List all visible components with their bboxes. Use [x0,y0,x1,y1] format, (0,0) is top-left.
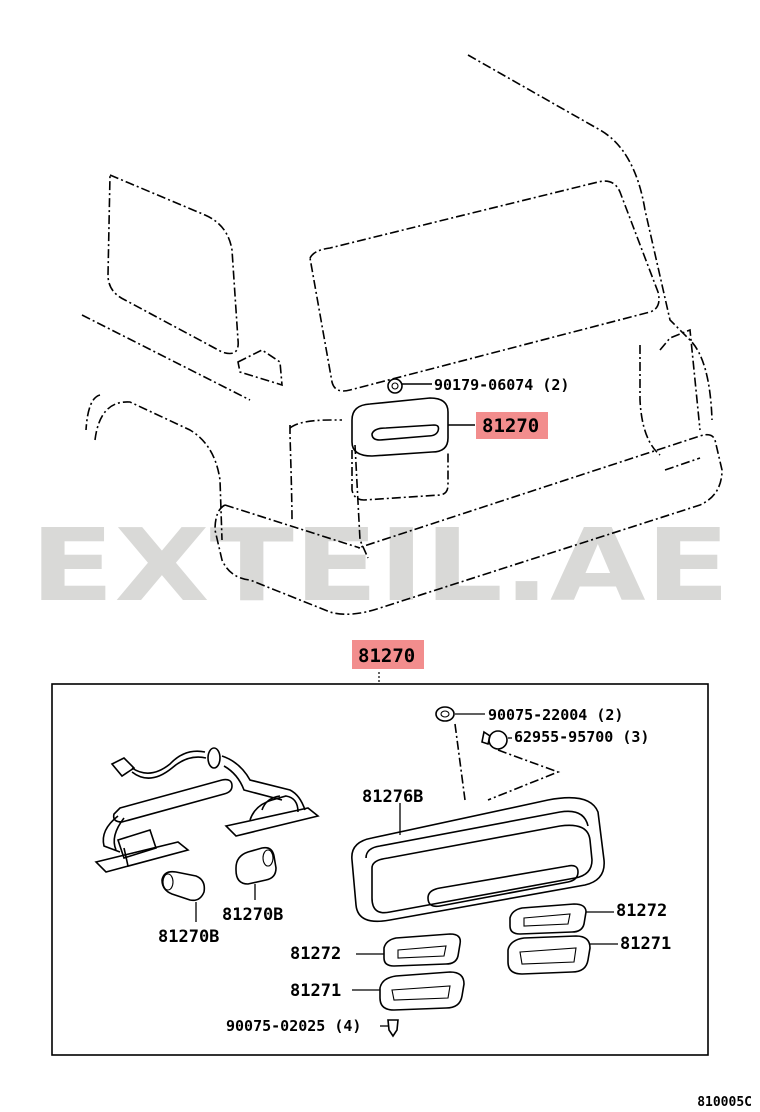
gasket-left-part [352,971,465,1011]
wiring-harness [94,747,320,873]
grommet-part-label: 62955-95700 (3) [514,728,649,746]
gasket-right-part-label: 81271 [620,934,671,954]
gasket-left-part-label: 81271 [290,981,341,1001]
cover-part-label: 81276B [362,787,423,807]
detail-header-label: 81270 [358,645,415,667]
screw-part-label: 90075-02025 (4) [226,1017,361,1035]
nut-part-label: 90075-22004 (2) [488,706,623,724]
bulb-right-part-label: 81270B [222,905,283,925]
cover-part [351,796,605,923]
bulb-left [161,870,206,922]
lens-left-part-label: 81272 [290,944,341,964]
clip-part-label: 90179-06074 (2) [434,376,569,394]
lens-left-part [356,933,462,967]
vehicle-rear-illustration [81,54,723,616]
gasket-right-part [507,935,618,975]
lens-right-part [509,903,614,935]
detail-frame [51,683,709,1056]
screw-part [380,1019,399,1038]
nut-part [435,706,485,722]
watermark-text: EXTEIL.AE [30,507,730,624]
lamp-part-label: 81270 [482,415,539,437]
bulb-right [235,846,277,900]
bulb-left-part-label: 81270B [158,927,219,947]
lamp-label-highlight [476,412,548,439]
drawing-id: 810005C [697,1095,752,1110]
detail-header-highlight [352,640,424,669]
lens-right-part-label: 81272 [616,901,667,921]
grommet-part [481,730,512,750]
